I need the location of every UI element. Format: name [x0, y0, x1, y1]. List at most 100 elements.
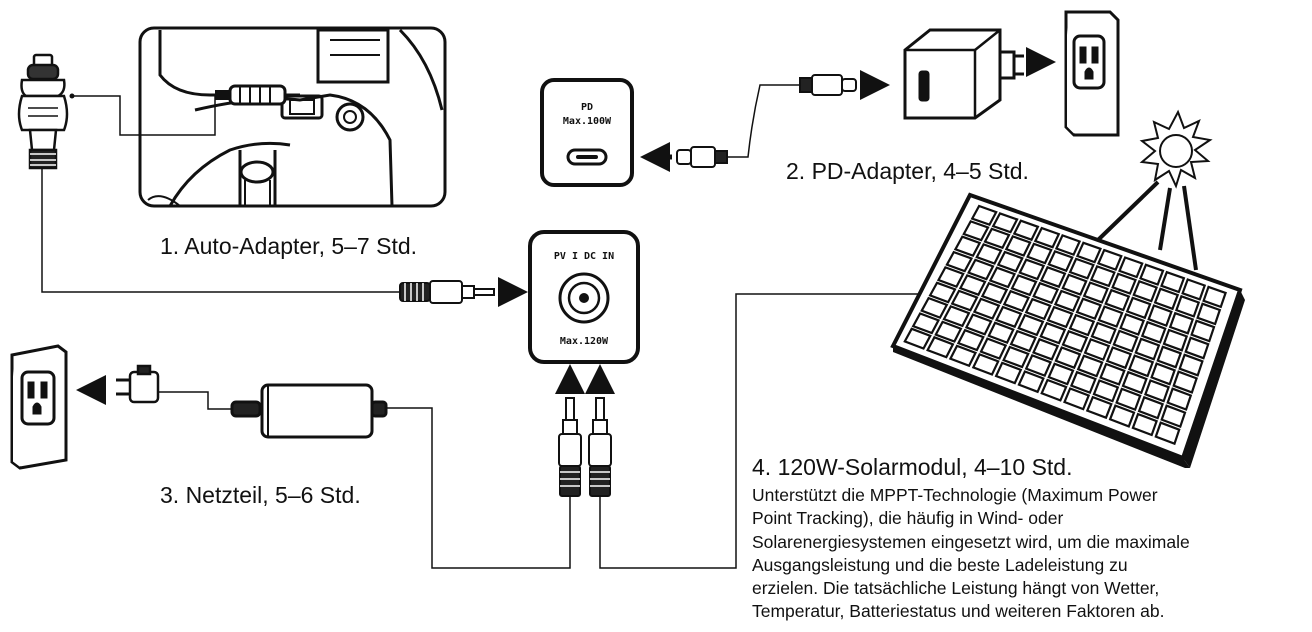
solar-description-line: Solarenergiesystemen eingesetzt wird, um… [752, 531, 1190, 552]
solar-cell [1002, 289, 1031, 313]
solar-cell [994, 361, 1023, 385]
pd-wall-adapter-icon [903, 28, 1024, 120]
solar-cell [1132, 279, 1159, 303]
solar-cell [980, 281, 1009, 305]
wall-outlet-left-icon [10, 344, 68, 470]
dc-port-rating: Max.120W [560, 336, 609, 347]
solar-cell [1054, 234, 1082, 256]
solar-cell [1069, 370, 1097, 395]
solar-cell [1153, 287, 1180, 311]
solar-cell [1127, 354, 1155, 378]
solar-cell [971, 353, 1000, 376]
pd-port-rating: Max.100W [563, 116, 612, 127]
solar-cell [942, 305, 971, 328]
solar-cell [1054, 346, 1082, 370]
solar-description: Unterstützt die MPPT-Technologie (Maximu… [752, 484, 1307, 624]
solar-cell [1032, 337, 1060, 361]
solar-cell [1184, 336, 1210, 360]
solar-cell [1111, 272, 1137, 295]
solar-cell [1092, 379, 1120, 403]
usb-c-cable [727, 84, 800, 158]
solar-cell [1090, 321, 1117, 345]
car-adapter-cable [41, 168, 400, 293]
solar-cell [1105, 346, 1133, 370]
solar-cell [928, 281, 957, 304]
usb-c-plug-bottom [676, 146, 728, 168]
solar-cell [926, 335, 955, 359]
dc-input-panel: PV I DC IN Max.120W [528, 230, 640, 364]
solar-cell [945, 250, 974, 273]
solar-cell [1063, 387, 1091, 411]
solar-panel-cable [599, 293, 918, 569]
solar-cell [996, 250, 1024, 273]
car-adapter-icon [17, 53, 69, 170]
solar-cell [903, 327, 932, 350]
solar-cell [1039, 265, 1067, 289]
solar-cell [1139, 263, 1165, 286]
solar-cell [1137, 395, 1164, 420]
solar-cell [920, 296, 949, 319]
solar-cell [1096, 248, 1123, 271]
solar-cell [1017, 370, 1045, 394]
sun-ray-lines [1096, 180, 1198, 271]
solar-cell [1002, 345, 1030, 369]
solar-cell [979, 337, 1008, 360]
solar-cell [1047, 362, 1075, 386]
solar-description-line: Ausgangsleistung und die beste Ladeleist… [752, 554, 1128, 575]
solar-cell [1018, 258, 1046, 281]
solar-cell [1156, 345, 1183, 369]
solar-cell [1196, 302, 1222, 326]
solar-cell [1075, 241, 1102, 264]
solar-cell [1140, 320, 1167, 344]
solar-cell [1134, 337, 1161, 361]
solar-cell [991, 212, 1019, 234]
solar-cell [983, 227, 1011, 250]
solar-cell [1061, 329, 1089, 353]
solar-cell [1118, 256, 1144, 279]
solar-cell [962, 220, 990, 242]
solar-cell [948, 344, 978, 368]
dc-port-label: PV I DC IN [554, 251, 614, 262]
solar-cell [936, 266, 965, 288]
solar-cell [1143, 379, 1170, 403]
solar-cell [1166, 387, 1193, 411]
solar-cell [1150, 362, 1176, 386]
solar-cell [1104, 288, 1131, 312]
solar-cell [1026, 242, 1053, 265]
solar-cell [1040, 378, 1068, 402]
solar-cell [967, 258, 995, 281]
caption-auto-adapter: 1. Auto-Adapter, 5–7 Std. [160, 233, 418, 259]
solar-cell [1009, 329, 1037, 353]
dc-barrel-plug-left [558, 397, 582, 497]
solar-cell [1202, 285, 1227, 309]
solar-cell [1076, 354, 1104, 378]
dc-barrel-plug-right [588, 397, 612, 497]
solar-cell [1174, 294, 1201, 318]
solar-cell [987, 321, 1015, 344]
wall-outlet-top-icon [1064, 10, 1120, 137]
car-adapter-lead [72, 95, 216, 136]
solar-cell [1147, 304, 1173, 328]
solar-cell [1178, 353, 1204, 377]
solar-cell [972, 297, 1001, 320]
caption-solar-panel: 4. 120W-Solarmodul, 4–10 Std. [752, 454, 1073, 480]
solar-cell [1039, 321, 1067, 345]
solar-cell [1024, 297, 1052, 321]
solar-cell [1089, 265, 1116, 288]
solar-cell [1115, 387, 1142, 412]
solar-cell [1181, 278, 1207, 301]
solar-cell [1082, 281, 1109, 304]
solar-cell [1032, 281, 1060, 305]
solar-cell [1075, 297, 1103, 320]
solar-cell-grid [903, 204, 1227, 446]
solar-cell [934, 320, 963, 343]
car-interior-illustration [138, 26, 447, 208]
solar-cell [988, 266, 1017, 289]
caption-power-supply: 3. Netzteil, 5–6 Std. [160, 482, 361, 508]
solar-cell [1121, 370, 1148, 395]
solar-cell [1061, 273, 1088, 296]
car-plug-inserted [215, 84, 287, 106]
solar-description-line: erzielen. Die tatsächliche Leistung häng… [752, 578, 1160, 599]
solar-cell [964, 313, 993, 336]
sun-icon [1139, 109, 1213, 189]
